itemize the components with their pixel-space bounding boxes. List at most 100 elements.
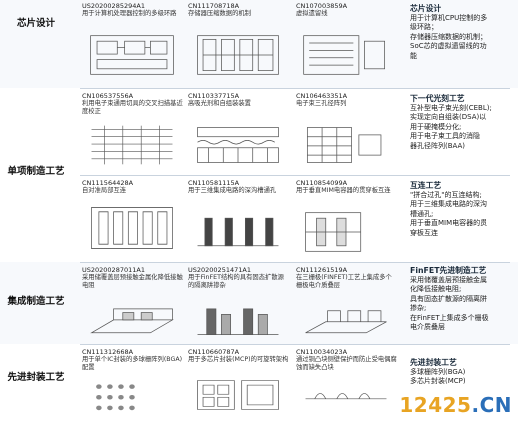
patent-id: CN110034023A: [296, 348, 348, 356]
patent-id: US20200287011A1: [82, 266, 145, 274]
patent-desc: 采用储覆盖层预接触金属化降低接触电阻: [82, 274, 183, 289]
patent-figure: [192, 122, 284, 168]
patent-desc: 存储器压缩数据的机制: [188, 10, 251, 17]
watermark-logo: 12425.CN: [399, 393, 512, 417]
patent-id: CN111261519A: [296, 266, 348, 274]
summary-title: 下一代光刻工艺: [410, 94, 465, 103]
patent-card[interactable]: CN110034023A 通过铜凸块侧壁保护而防止受电偶腐蚀而缺失凸块: [296, 348, 398, 418]
patent-id: CN110337715A: [188, 92, 240, 100]
patent-figure: [300, 32, 392, 78]
patent-id: US20200251471A1: [188, 266, 251, 274]
patent-figure: [300, 376, 392, 414]
summary-line: 穿板互连: [410, 228, 438, 237]
patent-card[interactable]: CN107003859A 虚拟遗留线: [296, 2, 398, 82]
category-integrated: 集成制造工艺: [7, 296, 65, 307]
summary-title: 互连工艺: [410, 181, 442, 190]
patent-card[interactable]: CN111261519A 在三栅极(FINFET)工艺上集成多个栅极电介质叠层: [296, 266, 398, 346]
patent-desc: 电子束三孔径阵列: [296, 100, 347, 107]
summary-line: 用于三维集成电路的深沟: [410, 200, 487, 209]
patent-desc: 自对准局部互连: [82, 187, 127, 194]
patent-id: CN106537556A: [82, 92, 134, 100]
watermark-domain: .CN: [471, 393, 512, 417]
summary-finfet: FinFET先进制造工艺 采用储覆盖层预接触金属 化降低接触电阻; 具有固态扩散…: [410, 266, 514, 332]
patent-id: CN110854099A: [296, 179, 348, 187]
patent-desc: 用于垂直MIM电容器的贯穿板互连: [296, 187, 391, 194]
summary-line: 槽通孔;: [410, 209, 434, 218]
patent-figure: [192, 32, 284, 78]
patent-figure: [86, 32, 178, 78]
row-divider: [80, 262, 510, 263]
summary-line: 采用储覆盖层预接触金属: [410, 276, 487, 284]
category-packaging: 先进封装工艺: [7, 372, 65, 383]
summary-title: 芯片设计: [410, 4, 442, 13]
patent-figure: [300, 296, 392, 342]
summary-interconnect: 互连工艺 "拼合过孔"的互连结构; 用于三维集成电路的深沟 槽通孔; 用于垂直M…: [410, 181, 514, 238]
patent-card[interactable]: CN106463351A 电子束三孔径阵列: [296, 92, 398, 172]
patent-id: CN111312668A: [82, 348, 134, 356]
summary-line: 在FinFET上集成多个栅极: [410, 313, 489, 322]
patent-card[interactable]: CN111564428A 自对准局部互连: [82, 179, 184, 259]
patent-card[interactable]: CN111708718A 存储器压缩数据的机制: [188, 2, 290, 82]
summary-line: "拼合过孔"的互连结构;: [410, 191, 482, 199]
summary-line: 多球栅阵列(BGA): [410, 368, 466, 376]
patent-desc: 用于多芯片封装(MCP)的可旋转架构: [188, 356, 289, 363]
summary-title: 先进封装工艺: [410, 358, 457, 367]
patent-id: CN110660787A: [188, 348, 240, 356]
summary-line: 器孔径阵列(BAA): [410, 141, 466, 150]
row-band-design: [0, 0, 518, 88]
summary-line: 用于计算机CPU控制的多: [410, 14, 488, 22]
patent-desc: 用于三维集成电路的深沟槽通孔: [188, 187, 277, 194]
patent-desc: 虚拟遗留线: [296, 10, 328, 17]
patent-id: CN106463351A: [296, 92, 348, 100]
patent-desc: 用于计算机处理器控制的多级环路: [82, 10, 177, 17]
category-chip-design: 芯片设计: [16, 18, 55, 29]
patent-figure: [192, 376, 284, 414]
patent-desc: 通过铜凸块侧壁保护而防止受电偶腐蚀而缺失凸块: [296, 356, 397, 371]
patent-card[interactable]: CN110660787A 用于多芯片封装(MCP)的可旋转架构: [188, 348, 290, 418]
summary-line: 具有固态扩散源的隔离阱: [410, 294, 487, 303]
row-divider: [80, 344, 510, 345]
row-divider: [80, 175, 510, 176]
patent-card[interactable]: CN110337715A 高吸光剂和自组装装置: [188, 92, 290, 172]
summary-line: 用于电子束工具的消隐: [410, 132, 480, 141]
summary-line: SoC芯的虚拟遗留线的功: [410, 42, 487, 51]
patent-figure: [300, 209, 392, 255]
patent-card[interactable]: US20200287011A1 采用储覆盖层预接触金属化降低接触电阻: [82, 266, 184, 346]
patent-card[interactable]: CN106537556A 利用电子束通用切具的交叉扫描基近度校正: [82, 92, 184, 172]
summary-line: 用于垂直MIM电容器的贯: [410, 219, 488, 228]
patent-figure: [86, 201, 178, 255]
summary-line: 互补型电子束光刻(CEBL);: [410, 104, 492, 112]
patent-card[interactable]: US20200251471A1 用于FinFET结构的具有固态扩散源的隔离阱掺杂: [188, 266, 290, 346]
patent-desc: 用于单个IC封装的多球栅阵列(BGA)配置: [82, 356, 183, 371]
summary-line: 电介质叠层: [410, 323, 445, 332]
summary-line: 级环路；: [410, 23, 438, 32]
summary-line: 实现定向自组装(DSA)以: [410, 113, 487, 122]
patent-figure: [86, 122, 178, 168]
patent-desc: 利用电子束通用切具的交叉扫描基近度校正: [82, 100, 183, 115]
patent-desc: 高吸光剂和自组装装置: [188, 100, 251, 107]
summary-packaging: 先进封装工艺 多球栅阵列(BGA) 多芯片封装(MCP): [410, 358, 514, 387]
patent-figure: [86, 376, 178, 414]
patent-card[interactable]: US20200285294A1 用于计算机处理器控制的多级环路: [82, 2, 184, 82]
summary-line: 化降低接触电阻;: [410, 285, 462, 294]
patent-figure: [86, 296, 178, 342]
summary-title: FinFET先进制造工艺: [410, 266, 487, 275]
patent-id: US20200285294A1: [82, 2, 145, 10]
summary-lithography: 下一代光刻工艺 互补型电子束光刻(CEBL); 实现定向自组装(DSA)以 用于…: [410, 94, 514, 151]
summary-chip-design: 芯片设计 用于计算机CPU控制的多 级环路； 存储器压缩数据的机制； SoC芯的…: [410, 4, 514, 61]
patent-id: CN111564428A: [82, 179, 134, 187]
patent-card[interactable]: CN111312668A 用于单个IC封装的多球栅阵列(BGA)配置: [82, 348, 184, 418]
patent-desc: 在三栅极(FINFET)工艺上集成多个栅极电介质叠层: [296, 274, 392, 289]
patent-id: CN107003859A: [296, 2, 348, 10]
category-process: 单项制造工艺: [7, 166, 65, 177]
patent-figure: [300, 122, 392, 168]
row-divider: [80, 88, 510, 89]
patent-card[interactable]: CN110854099A 用于垂直MIM电容器的贯穿板互连: [296, 179, 398, 259]
summary-line: 能: [410, 51, 417, 60]
summary-line: 多芯片封装(MCP): [410, 377, 466, 386]
patent-card[interactable]: CN110581115A 用于三维集成电路的深沟槽通孔: [188, 179, 290, 259]
patent-figure: [192, 209, 284, 255]
summary-line: 存储器压缩数据的机制；: [410, 32, 487, 41]
summary-line: 掺杂;: [410, 304, 427, 313]
